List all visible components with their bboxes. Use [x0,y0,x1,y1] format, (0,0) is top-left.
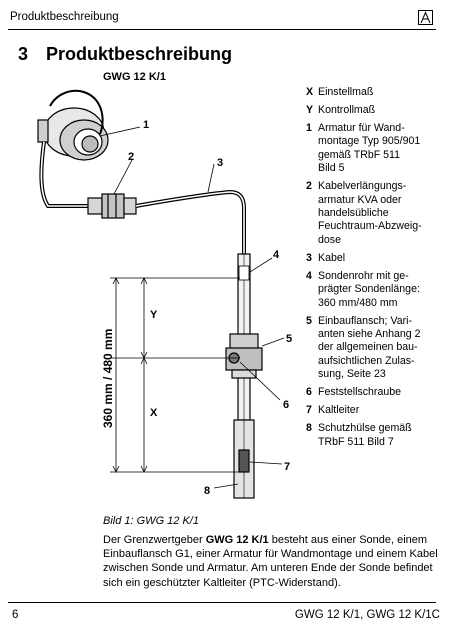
legend-text: Kontrollmaß [318,104,376,116]
legend-key: 2 [306,180,312,193]
dim-total-label: 360 mm / 480 mm [101,329,115,428]
legend-text: Kabelverlängungs- armatur KVA oder hande… [318,180,422,246]
legend-text: Kaltleiter [318,404,360,417]
legend-key: 3 [306,251,312,264]
body-text-post: besteht aus einer Sonde, einem Einbaufla… [103,534,438,589]
section-number: 3 [18,44,29,64]
callout-7: 7 [284,461,290,473]
legend-text: Kabel [318,251,346,264]
callout-6: 6 [283,399,289,411]
legend-text: Sondenrohr mit ge- prägter Sondenlänge: … [318,269,420,309]
callout-5: 5 [286,333,292,345]
figure-drawing: 1 2 3 4 5 6 7 8 Y X 360 mm / 480 mm [37,90,292,499]
dim-x-label: X [150,407,158,419]
legend-item: 5 Einbauflansch; Vari- anten siehe Anhang… [306,315,446,382]
footer-title: GWG 12 K/1, GWG 12 K/1C [294,609,440,621]
legend-item: 3 Kabel [306,252,446,265]
legend-text: Schutzhülse gemäß TRbF 511 Bild 7 [318,422,412,448]
legend-key: 4 [306,269,312,282]
legend-key: 7 [306,404,312,417]
legend-item: Y Kontrollmaß [306,104,446,117]
legend-text: Feststellschraube [318,386,402,399]
legend-key: 5 [306,314,312,327]
header-title: Produktbeschreibung [10,11,119,23]
legend-item: X Einstellmaß [306,86,446,99]
page-number: 6 [12,609,19,621]
figure-label: GWG 12 K/1 [103,71,166,83]
logo-icon [418,10,433,25]
footer-rule [8,602,436,603]
legend-item: 4 Sondenrohr mit ge- prägter Sondenlänge:… [306,270,446,310]
legend-item: 8 Schutzhülse gemäß TRbF 511 Bild 7 [306,422,446,449]
legend-text: Armatur für Wand- montage Typ 905/901 ge… [318,122,421,175]
legend-key: 1 [306,122,312,134]
legend-item: 6 Feststellschraube [306,386,446,399]
callout-1: 1 [143,119,149,131]
header-rule [8,29,436,30]
body-text-bold: GWG 12 K/1 [205,534,269,546]
callout-2: 2 [128,151,134,163]
body-text-pre: Der Grenzwertgeber [103,534,206,546]
callout-3: 3 [217,157,223,169]
legend-text: Einstellmaß [318,86,374,98]
legend-item: 1 Armatur für Wand- montage Typ 905/901 g… [306,122,446,176]
figure-caption: Bild 1: GWG 12 K/1 [103,515,199,527]
callout-4: 4 [273,249,280,261]
body-paragraph: Der Grenzwertgeber GWG 12 K/1 besteht au… [103,533,439,590]
legend-key: Y [306,104,314,116]
legend-key: X [306,86,314,98]
legend-text: Einbauflansch; Vari- anten siehe Anhang … [318,314,421,381]
legend-item: 2 Kabelverlängungs- armatur KVA oder hand… [306,180,446,247]
legend-item: 7 Kaltleiter [306,404,446,417]
legend-key: 6 [306,386,312,399]
section-title: Produktbeschreibung [46,44,233,64]
dim-y-label: Y [150,309,158,321]
callout-8: 8 [204,485,210,497]
legend-key: 8 [306,422,312,435]
